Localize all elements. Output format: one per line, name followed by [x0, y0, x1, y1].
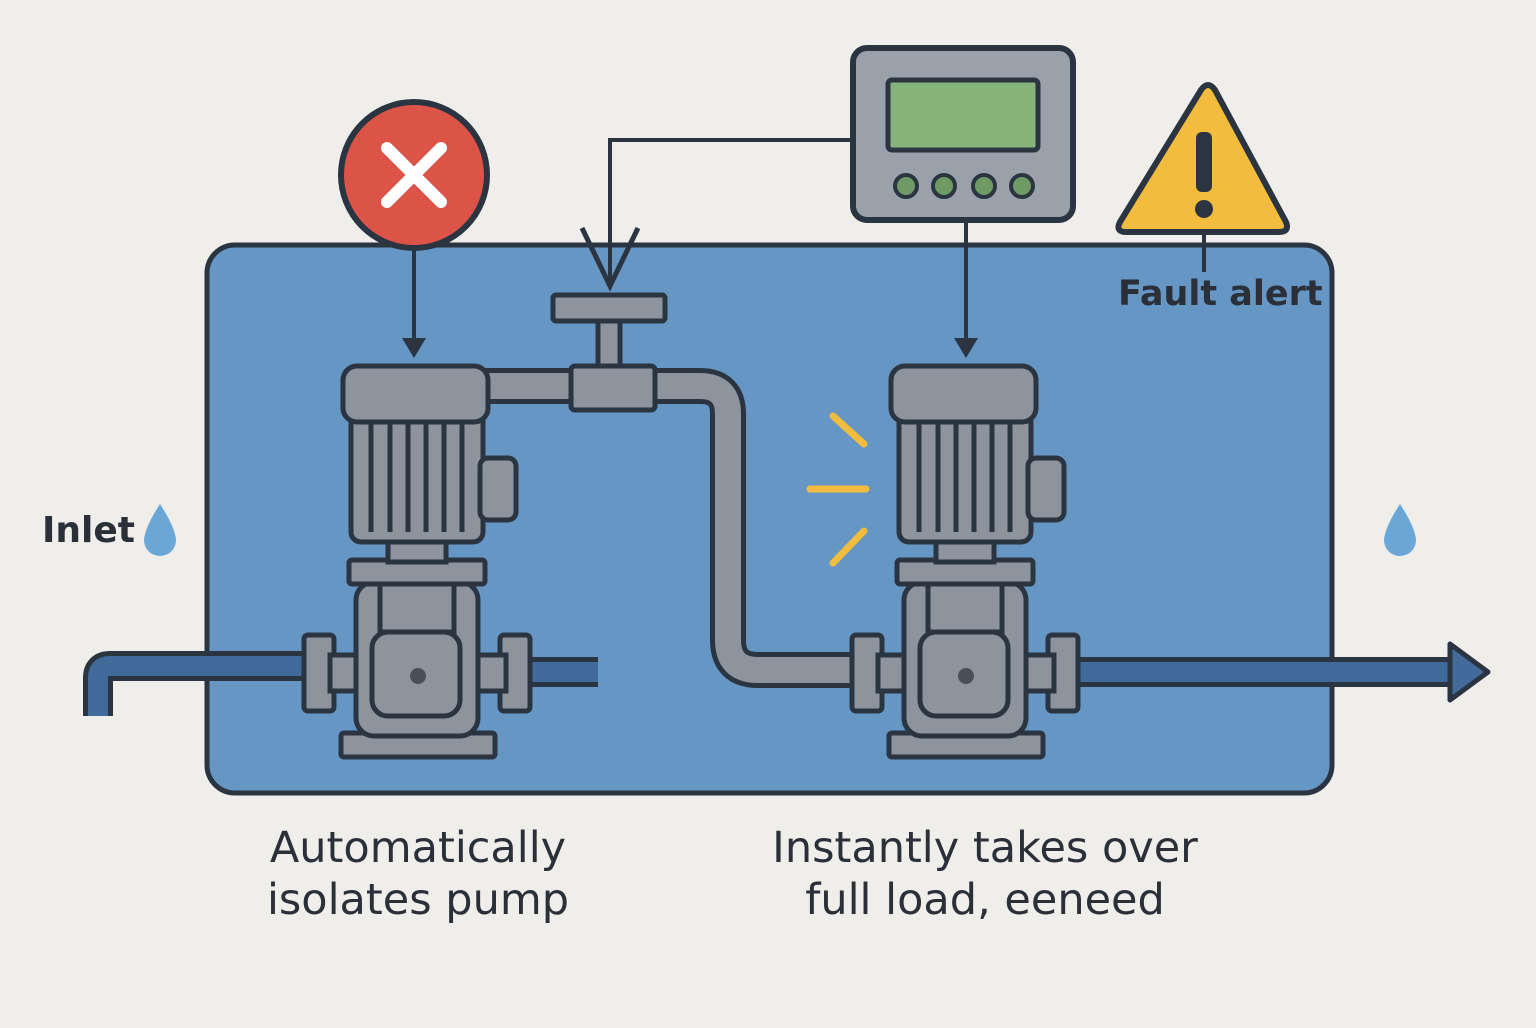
isolate-arrow [402, 250, 426, 358]
caption-right: Instantly takes over full load, eeneed [770, 822, 1200, 926]
fault-alert-label: Fault alert [1118, 274, 1323, 314]
inlet-pipe [83, 651, 598, 716]
caption-right-line1: Instantly takes over [772, 823, 1198, 873]
inlet-label: Inlet [42, 510, 135, 551]
bypass-pipe [480, 368, 860, 688]
caption-left-line2: isolates pump [266, 875, 570, 925]
pump-left [301, 363, 533, 760]
flow-arrow-icon [1447, 641, 1491, 703]
isolation-valve [550, 292, 668, 413]
caption-left: Automatically isolates pump [238, 822, 598, 926]
water-drop-icon [144, 504, 176, 556]
caption-right-line2: full load, eeneed [805, 875, 1165, 925]
activity-burst-icon [806, 412, 870, 567]
fault-x-circle-icon [338, 99, 490, 251]
signal-line-to-valve [579, 138, 852, 292]
outlet-pipe [1060, 641, 1491, 703]
caption-left-line1: Automatically [269, 823, 567, 873]
signal-line-to-pump [954, 222, 978, 358]
control-panel-icon [850, 45, 1076, 223]
pump-right [849, 363, 1081, 760]
water-drop-icon [1384, 504, 1416, 556]
warning-triangle-icon [1115, 82, 1291, 272]
